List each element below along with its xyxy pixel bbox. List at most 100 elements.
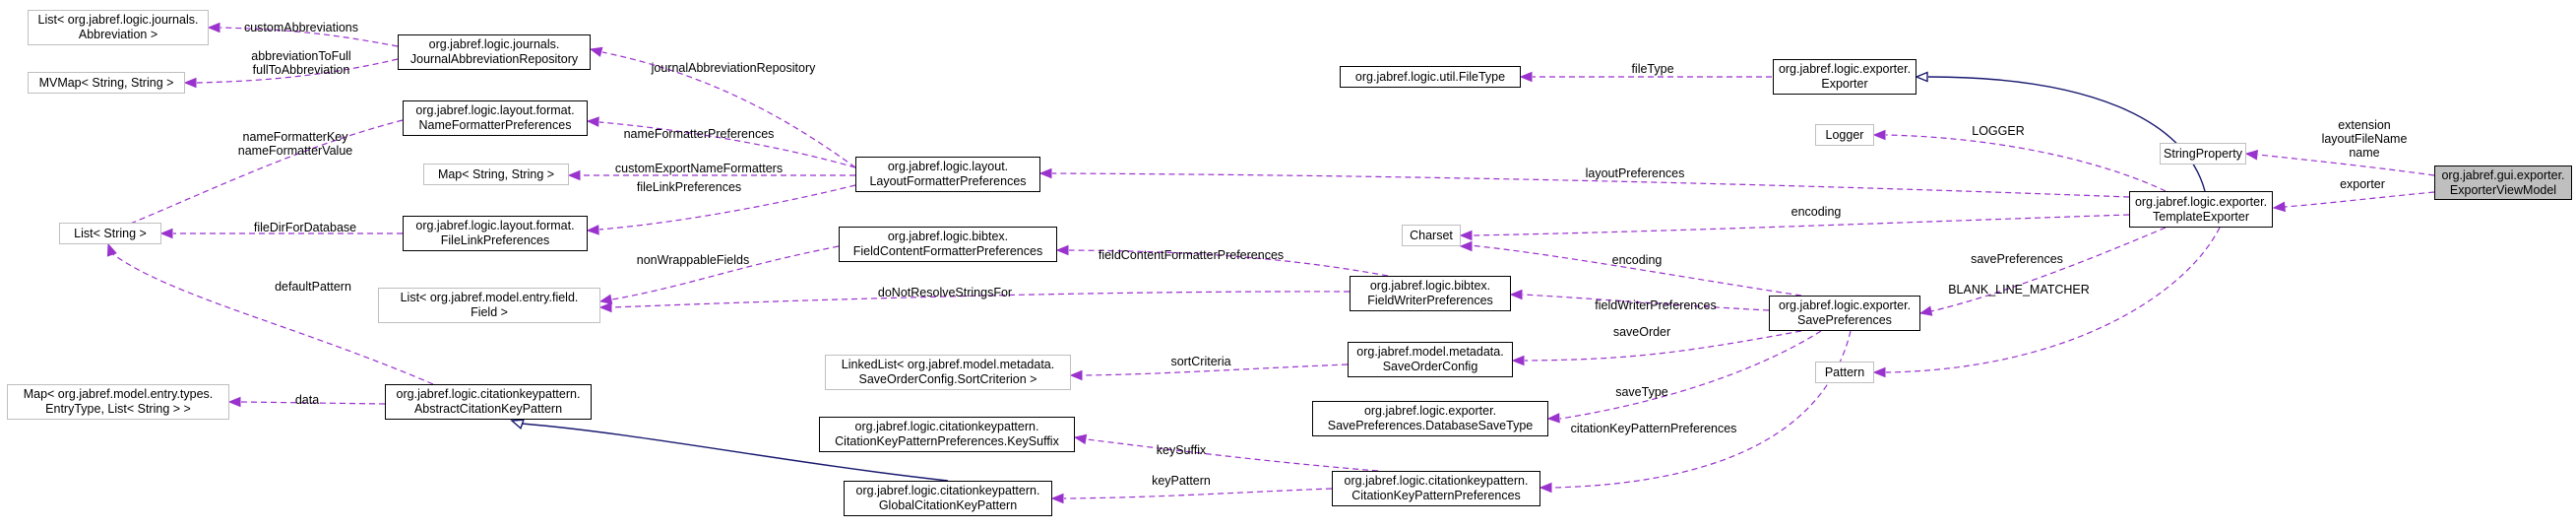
node-field-writer-preferences[interactable]: org.jabref.logic.bibtex.FieldWriterPrefe… — [1350, 276, 1511, 311]
edge-label-encoding-template: encoding — [1782, 205, 1851, 219]
edge-label-file-dir-for-database: fileDirForDatabase — [236, 221, 374, 234]
edge-key-suffix — [1086, 438, 1379, 472]
node-string-property[interactable]: StringProperty — [2160, 143, 2246, 165]
text-line: org.jabref.logic.citationkeypattern. — [396, 387, 581, 401]
edge-file-link-preferences — [598, 184, 856, 231]
edge-label-custom-abbreviations: customAbbreviations — [232, 21, 370, 34]
node-exporter[interactable]: org.jabref.logic.exporter.Exporter — [1773, 59, 1916, 95]
node-layout-formatter-preferences[interactable]: org.jabref.logic.layout.LayoutFormatterP… — [855, 157, 1040, 192]
node-save-order-config[interactable]: org.jabref.model.metadata.SaveOrderConfi… — [1348, 342, 1513, 377]
node-linked-list-sort-criterion[interactable]: LinkedList< org.jabref.model.metadata.Sa… — [825, 355, 1071, 390]
edge-global-citation-key-pattern-arrow — [1050, 493, 1064, 504]
edge-citation-key-pattern-preferences-arrow — [1539, 482, 1552, 494]
edge-database-save-type-arrow — [1546, 413, 1560, 424]
edge-field-writer-preferences — [1522, 294, 1770, 311]
text-line: name — [2349, 146, 2380, 160]
node-map-entry-type[interactable]: Map< org.jabref.model.entry.types.EntryT… — [7, 384, 229, 420]
text-line: fieldContentFormatterPreferences — [1098, 248, 1285, 262]
node-list-field[interactable]: List< org.jabref.model.entry.field.Field… — [378, 288, 600, 323]
edge-label-journal-abbreviation-repository: journalAbbreviationRepository — [635, 61, 832, 75]
text-line: JournalAbbreviationRepository — [409, 52, 579, 66]
text-line: TemplateExporter — [2153, 209, 2249, 224]
edge-label-default-pattern: defaultPattern — [254, 280, 372, 294]
node-journal-abbreviation-repository[interactable]: org.jabref.logic.journals.JournalAbbrevi… — [398, 34, 591, 70]
text-line: fieldWriterPreferences — [1595, 298, 1717, 312]
text-line: fullToAbbreviation — [252, 63, 350, 77]
node-key-suffix[interactable]: org.jabref.logic.citationkeypattern.Cita… — [819, 417, 1075, 452]
edge-charset-save — [1469, 244, 1802, 297]
text-line: journalAbbreviationRepository — [651, 61, 816, 75]
edge-label-key-suffix: keySuffix — [1142, 443, 1221, 457]
text-line: encoding — [1611, 253, 1663, 267]
text-line: org.jabref.logic.layout. — [887, 160, 1009, 173]
edge-label-non-wrappable-fields: nonWrappableFields — [624, 253, 762, 267]
edge-charset-template-arrow — [1459, 230, 1473, 241]
text-line: Pattern — [1824, 364, 1865, 379]
text-line: Exporter — [1821, 77, 1868, 91]
edge-name-formatter-preferences-arrow — [586, 116, 599, 127]
text-line: nameFormatterKey — [242, 130, 348, 144]
edge-list-string-default-pattern-arrow — [106, 242, 117, 257]
edge-save-order-config — [1524, 330, 1802, 362]
text-line: LOGGER — [1972, 124, 2025, 138]
text-line: LayoutFormatterPreferences — [869, 174, 1027, 188]
edge-label-data: data — [283, 393, 332, 407]
node-file-link-preferences[interactable]: org.jabref.logic.layout.format.FileLinkP… — [403, 216, 588, 251]
edge-field-writer-preferences-arrow — [1509, 289, 1523, 300]
edge-label-custom-export-name-formatters: customExportNameFormatters — [610, 162, 787, 175]
node-database-save-type[interactable]: org.jabref.logic.exporter.SavePreference… — [1312, 401, 1548, 436]
text-line: extension — [2338, 118, 2391, 132]
edge-map-entry-type — [240, 401, 386, 405]
node-charset[interactable]: Charset — [1402, 225, 1461, 246]
text-line: nameFormatterValue — [237, 144, 353, 158]
node-exporter-view-model[interactable]: org.jabref.gui.exporter.ExporterViewMode… — [2434, 165, 2572, 200]
text-line: org.jabref.logic.citationkeypattern. — [1344, 474, 1529, 488]
text-line: org.jabref.logic.exporter. — [1778, 298, 1912, 312]
text-line: SavePreferences.DatabaseSaveType — [1327, 419, 1534, 432]
node-list-abbreviation[interactable]: List< org.jabref.logic.journals.Abbrevia… — [28, 10, 209, 45]
edge-label-blank-line-matcher: BLANK_LINE_MATCHER — [1945, 283, 2093, 297]
text-line: defaultPattern — [275, 280, 351, 294]
node-list-string[interactable]: List< String > — [59, 223, 161, 244]
text-line: Map< org.jabref.model.entry.types. — [23, 387, 214, 401]
text-line: List< org.jabref.logic.journals. — [37, 13, 199, 27]
node-abstract-citation-key-pattern[interactable]: org.jabref.logic.citationkeypattern.Abst… — [385, 384, 592, 420]
edge-label-do-not-resolve-strings-for: doNotResolveStringsFor — [866, 286, 1024, 299]
text-line: doNotResolveStringsFor — [877, 286, 1013, 299]
text-line: MVMap< String, String > — [38, 75, 174, 90]
text-line: layoutFileName — [2321, 132, 2408, 146]
text-line: layoutPreferences — [1585, 166, 1685, 180]
node-template-exporter[interactable]: org.jabref.logic.exporter.TemplateExport… — [2129, 191, 2273, 228]
text-line: org.jabref.logic.layout.format. — [415, 219, 575, 232]
edge-label-sort-criteria: sortCriteria — [1157, 355, 1245, 368]
node-pattern[interactable]: Pattern — [1815, 362, 1874, 383]
edge-label-file-type: fileType — [1623, 62, 1682, 76]
edge-list-abbreviation-arrow — [207, 22, 220, 33]
node-mvmap[interactable]: MVMap< String, String > — [28, 72, 185, 94]
text-line: org.jabref.gui.exporter. — [2441, 167, 2565, 182]
node-global-citation-key-pattern[interactable]: org.jabref.logic.citationkeypattern.Glob… — [844, 481, 1052, 516]
edge-label-layout-preferences: layoutPreferences — [1571, 166, 1699, 180]
node-name-formatter-preferences[interactable]: org.jabref.logic.layout.format.NameForma… — [403, 100, 588, 136]
text-line: org.jabref.logic.bibtex. — [887, 230, 1009, 243]
node-save-preferences[interactable]: org.jabref.logic.exporter.SavePreference… — [1769, 296, 1920, 331]
text-line: org.jabref.logic.citationkeypattern. — [855, 484, 1040, 497]
edge-linked-list-sort-criterion-arrow — [1069, 369, 1083, 381]
node-field-content-formatter-preferences[interactable]: org.jabref.logic.bibtex.FieldContentForm… — [839, 227, 1057, 262]
text-line: Logger — [1825, 127, 1864, 142]
text-line: org.jabref.logic.exporter. — [1363, 404, 1497, 418]
node-map-string-string[interactable]: Map< String, String > — [423, 164, 569, 185]
text-line: keyPattern — [1152, 474, 1211, 488]
text-line: savePreferences — [1971, 252, 2063, 266]
edge-map-entry-type-arrow — [227, 396, 241, 408]
text-line: org.jabref.logic.util.FileType — [1354, 69, 1506, 84]
edge-template-exporter — [2284, 191, 2435, 208]
edge-pattern — [1885, 227, 2221, 373]
node-logger[interactable]: Logger — [1815, 124, 1874, 146]
edge-layout-preferences — [1051, 172, 2130, 198]
node-file-type[interactable]: org.jabref.logic.util.FileType — [1340, 66, 1521, 88]
edge-label-file-link-preferences: fileLinkPreferences — [620, 180, 758, 194]
text-line: org.jabref.logic.journals. — [428, 37, 560, 51]
node-citation-key-pattern-preferences[interactable]: org.jabref.logic.citationkeypattern.Cita… — [1332, 471, 1540, 506]
text-line: exporter — [2340, 177, 2385, 191]
